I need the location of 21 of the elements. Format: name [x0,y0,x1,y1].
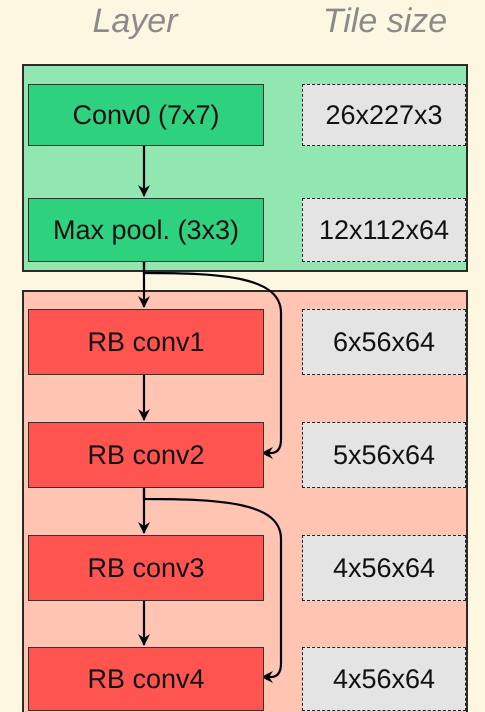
arrow [142,260,282,459]
tile-size-box: 6x56x64 [302,309,466,375]
layer-box: RB conv3 [28,535,264,601]
arrow [138,373,150,421]
arrow [138,144,150,197]
layer-box: RB conv2 [28,422,264,488]
tile-size-box: 12x112x64 [302,198,466,262]
tile-size-box: 26x227x3 [302,84,466,146]
layer-box: Max pool. (3x3) [28,198,264,262]
column-header: Tile size [322,2,448,41]
arrow [138,599,150,646]
arrow [142,486,282,683]
tile-size-box: 5x56x64 [302,422,466,488]
column-header: Layer [92,2,178,41]
stage-panel [22,290,468,712]
layer-box: Conv0 (7x7) [28,84,264,146]
layer-box: RB conv1 [28,309,264,375]
tile-size-box: 4x56x64 [302,535,466,601]
tile-size-box: 4x56x64 [302,647,466,711]
layer-box: RB conv4 [28,647,264,711]
stage-panel [22,64,468,272]
